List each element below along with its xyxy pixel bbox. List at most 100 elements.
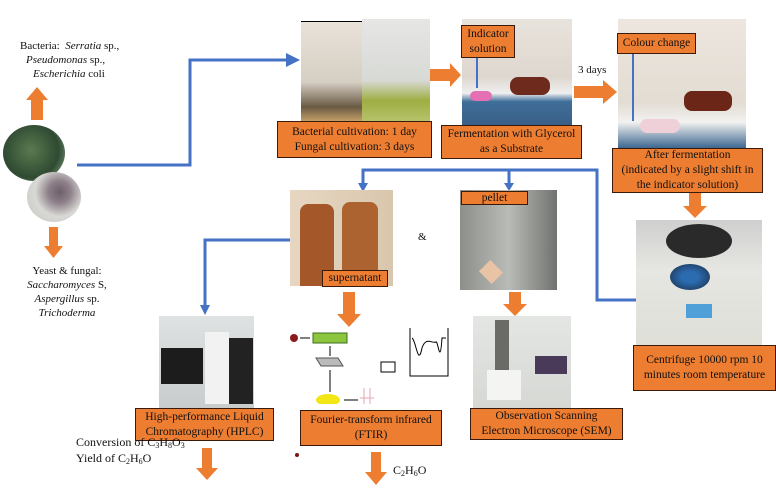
centrifuge-photo [636,220,762,346]
subscript: 2 [401,469,406,478]
conversion-text: Conversion of C3H8O3 [76,434,185,450]
fungi-label: Yeast & fungal: [32,265,102,277]
ftir-text: Fourier-transform infrared [310,414,432,426]
yield-label: Yield of C [76,451,126,465]
species-suffix: sp., [87,54,106,66]
spectrum-line [411,337,446,356]
arrow-up-bacteria [26,87,48,120]
fermentation-text: as a Substrate [479,143,544,155]
fermentation-label: Fermentation with Glycerol as a Substrat… [441,125,582,159]
sem-text: Electron Microscope (SEM) [481,425,612,437]
fungi-list: Yeast & fungal: Saccharomyces S, Aspergi… [22,264,112,320]
cultivation-fungi-text: Fungal cultivation: 3 days [294,140,415,153]
subscript: 6 [138,457,143,466]
cultivation-label: Bacterial cultivation: 1 day Fungal cult… [277,121,432,158]
element: O [417,463,427,477]
subscript: 3 [180,441,185,450]
indicator-text: solution [469,42,507,55]
spectrum-plot [409,328,449,377]
ftir-label: Fourier-transform infrared (FTIR) [300,410,442,446]
after-text: After fermentation [644,149,731,161]
arrowhead [504,183,514,191]
colour-change-label: Colour change [617,33,696,54]
element: H [159,435,169,449]
after-text: (indicated by a slight shift in [621,164,754,176]
centrifuge-text: minutes room temperature [643,369,766,381]
centrifuge-rotor [670,264,710,290]
conversion-label: Conversion of C [76,435,156,449]
computer-icon [380,361,396,373]
species: Saccharomyces [27,279,96,291]
subscript: 2 [126,457,130,466]
yield-text: Yield of C2H6O [76,450,185,466]
arrow-down-after [683,193,707,218]
after-text: the indicator solution) [636,179,739,191]
centrifuge-label: Centrifuge 10000 rpm 10 minutes room tem… [633,345,776,391]
indicator-flask [470,91,492,101]
arrow-right-3days [574,80,617,104]
sem-monitor [535,356,567,374]
element: H [130,451,139,465]
hplc-instrument [205,332,229,404]
interferometer-box [312,332,348,344]
subscript: 8 [168,441,173,450]
ftir-schematic [290,328,449,404]
hplc-photo [159,316,254,409]
pellet-photo [460,190,557,290]
petri-dish-bacteria [3,125,65,181]
element: C [393,463,402,477]
species: Escherichia [33,68,86,80]
indicator-pointer [632,53,634,121]
species: Serratia [65,40,102,52]
flow-line-petri-to-cultivation [77,58,288,167]
arrowhead [286,53,300,67]
species-suffix: sp. [84,293,100,305]
sem-photo [473,316,571,408]
flow-line-to-hplc [203,238,293,307]
ftir-output: C2H6O [393,463,426,478]
hplc-label: High-performance Liquid Chromatography (… [135,408,274,441]
hplc-output: Conversion of C3H8O3 Yield of C2H6O [76,434,185,466]
cultivation-photo-fungi [362,19,430,121]
element: O [142,451,152,465]
arrow-down-ftir [365,452,387,485]
subscript: 3 [155,441,160,450]
hplc-text: Chromatography (HPLC) [145,425,264,438]
ampersand: & [418,231,427,243]
centrifuge-lid [666,224,732,258]
interferogram-icon [360,388,374,404]
fermentation-text: Fermentation with Glycerol [447,128,576,140]
hplc-text: High-performance Liquid [145,410,264,423]
sample-plate [315,357,344,367]
duration-label: 3 days [578,64,607,76]
pellet-label: pellet [461,191,528,205]
sem-text: Observation Scanning [495,410,598,422]
arrow-down-hplc [196,448,218,480]
flow-line-centrifuge-loop [361,168,636,302]
indicator-flask [640,119,680,133]
cultivation-bacteria-text: Bacterial cultivation: 1 day [292,125,417,138]
monitor [161,348,203,384]
indicator-solution-label: Indicator solution [461,25,515,58]
pellet-sample [478,259,504,285]
sem-label: Observation Scanning Electron Microscope… [470,408,623,440]
species-suffix: sp., [101,40,120,52]
arrowhead [200,305,210,315]
species: Trichoderma [38,307,96,319]
element: O [172,435,181,449]
bacteria-list: Bacteria: Serratia sp., Pseudomonas sp.,… [20,39,119,81]
supernatant-label: supernatant [322,270,388,287]
species: Aspergillus [34,293,85,305]
centrifuge-display [686,304,712,318]
fermentation-flask [684,91,732,111]
species: Pseudomonas [26,54,88,66]
hplc-instrument [229,338,253,404]
sem-stage [487,370,521,400]
indicator-text: Indicator [467,27,509,40]
detector-ellipse [316,394,340,404]
fermentation-flask [510,77,550,95]
arrowhead [358,183,368,192]
dot-marker [295,453,299,457]
petri-dish-fungi [27,172,81,222]
